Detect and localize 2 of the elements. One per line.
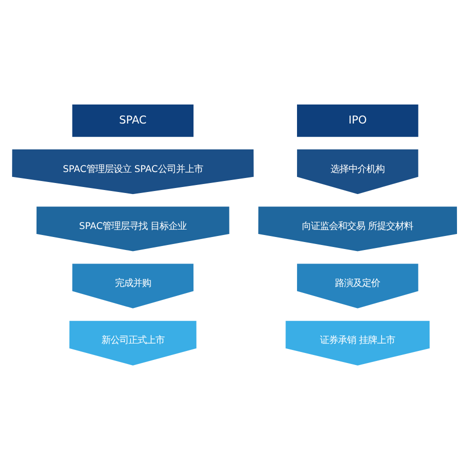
node-box: IPO (296, 103, 420, 138)
node-box: SPAC (72, 103, 194, 138)
